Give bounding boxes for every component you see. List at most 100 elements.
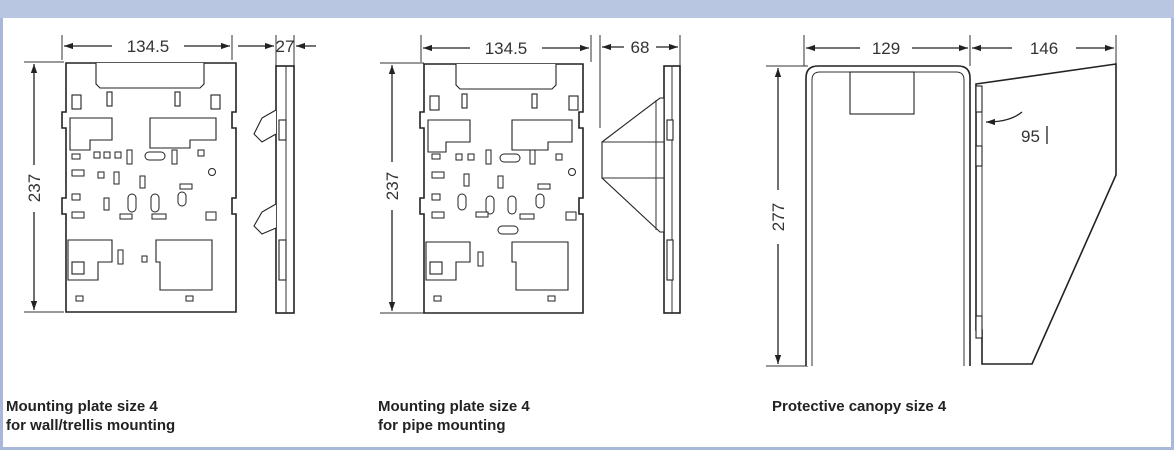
slot — [119, 213, 133, 220]
slot — [477, 251, 484, 267]
slot — [126, 149, 133, 165]
hole — [455, 153, 463, 161]
mounting-slot — [461, 93, 468, 109]
side-clip — [278, 239, 287, 281]
recess-left — [69, 117, 113, 151]
mounting-tab — [210, 94, 221, 110]
slot — [485, 149, 492, 165]
side-hook-lower — [253, 203, 277, 235]
height-dimension-label: 277 — [769, 203, 788, 231]
top-bracket — [95, 63, 205, 89]
oval-hole — [485, 195, 495, 215]
latch — [71, 261, 85, 275]
canopy-clip — [975, 315, 983, 339]
recess-left — [427, 119, 471, 153]
hole — [71, 169, 85, 177]
slot — [139, 175, 146, 189]
slot — [171, 149, 178, 165]
slot — [497, 225, 519, 235]
hole — [467, 153, 475, 161]
caption-line: Mounting plate size 4 — [378, 398, 530, 415]
wall-mounting-plate-drawing: 134.5 237 — [24, 35, 316, 314]
hole — [433, 295, 442, 302]
hole — [71, 153, 81, 160]
caption-line: Protective canopy size 4 — [772, 398, 947, 415]
slot — [113, 171, 120, 185]
hole — [205, 211, 217, 221]
hole — [71, 193, 81, 201]
recess-lower-right — [511, 241, 569, 291]
caption-line: for pipe mounting — [378, 417, 506, 434]
canopy-clip — [975, 85, 983, 113]
oval-hole — [457, 193, 467, 211]
slot — [179, 183, 193, 190]
oval-hole — [177, 191, 187, 207]
protective-canopy-drawing: 129 146 277 95 — [766, 35, 1117, 367]
hole — [141, 255, 148, 263]
caption-line: Mounting plate size 4 — [6, 398, 158, 415]
hole — [97, 171, 105, 179]
hole — [114, 151, 122, 159]
height-dimension-label: 237 — [25, 174, 44, 202]
hole — [555, 153, 563, 161]
canopy-clip — [975, 145, 983, 167]
canopy-side-outline — [975, 63, 1117, 365]
hole — [75, 295, 84, 302]
side-hook-upper — [253, 109, 277, 143]
slot — [537, 183, 551, 190]
side-clip — [666, 239, 674, 281]
hole — [565, 211, 577, 221]
hole — [71, 211, 85, 219]
mounting-tab — [429, 95, 440, 111]
recess-right — [149, 117, 217, 149]
slot — [529, 149, 536, 165]
height-dimension-label: 237 — [383, 172, 402, 200]
canopy-top-block — [849, 71, 915, 115]
width-dimension-label: 129 — [872, 39, 900, 58]
slot — [151, 213, 167, 220]
hole — [103, 151, 111, 159]
header-bar — [0, 0, 1174, 18]
hole — [185, 295, 194, 302]
side-clip — [278, 119, 287, 141]
recess-lower-right — [155, 239, 213, 291]
slot — [117, 249, 124, 265]
slot — [475, 211, 489, 218]
slot — [103, 197, 110, 211]
caption-line: for wall/trellis mounting — [6, 417, 176, 434]
top-bracket — [455, 64, 557, 90]
hole — [547, 295, 556, 302]
width-dimension-label: 134.5 — [127, 37, 170, 56]
width-dimension-label: 134.5 — [485, 39, 528, 58]
angle-arc — [985, 111, 1023, 126]
mounting-tab — [71, 94, 82, 110]
oval-hole — [127, 193, 137, 213]
angle-label: 95 — [1021, 127, 1040, 146]
hole — [208, 168, 216, 176]
slot — [144, 151, 166, 161]
caption-pipe-mounting: Mounting plate size 4 for pipe mounting — [378, 397, 530, 435]
mounting-slot — [106, 91, 113, 107]
caption-canopy: Protective canopy size 4 — [772, 397, 946, 416]
oval-hole — [150, 193, 160, 213]
mounting-tab — [568, 95, 579, 111]
canopy-front-outline — [805, 65, 971, 366]
oval-hole — [535, 193, 545, 209]
hole — [431, 193, 441, 201]
hole — [431, 153, 441, 160]
caption-wall-mounting: Mounting plate size 4 for wall/trellis m… — [6, 397, 175, 435]
depth-dimension-label: 68 — [631, 38, 650, 57]
mounting-slot — [174, 91, 181, 107]
hole — [568, 168, 576, 176]
slot — [499, 153, 521, 163]
oval-hole — [507, 195, 517, 215]
latch — [429, 261, 443, 275]
depth-dimension-label: 146 — [1030, 39, 1058, 58]
pipe-mounting-plate-drawing: 134.5 237 — [380, 35, 681, 314]
depth-dimension-label: 27 — [276, 37, 295, 56]
slot — [463, 173, 470, 187]
pipe-bracket — [601, 97, 665, 233]
hole — [93, 151, 101, 159]
hole — [431, 171, 445, 179]
hole — [431, 211, 445, 219]
